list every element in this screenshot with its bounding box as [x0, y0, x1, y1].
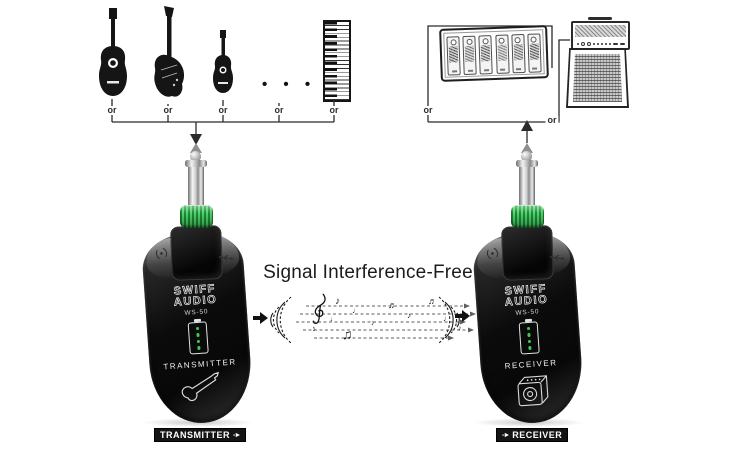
music-note: ♬: [388, 300, 397, 310]
amp-handle: [588, 17, 612, 20]
or-label: or: [327, 105, 341, 115]
pedal-row: [446, 33, 542, 76]
pedal: [511, 33, 526, 74]
receiver-jack-tip: [521, 143, 533, 153]
amp-head-panel: [575, 41, 626, 47]
transmitter-tag: TRANSMITTER -►: [154, 428, 247, 442]
music-note: ♪: [483, 330, 487, 337]
transmitter-jack-ring: [185, 160, 207, 167]
or-label: or: [161, 105, 175, 115]
transmitter-device: SWIFF AUDIO WS-50 TRANSMITTER: [140, 229, 255, 427]
music-note: ♬: [428, 296, 437, 306]
keyboard: [323, 20, 351, 102]
battery-indicator: [518, 321, 540, 355]
amp-icon: [516, 375, 548, 407]
music-note: ♩: [330, 316, 337, 323]
music-note: ♪: [458, 325, 462, 332]
transmitter-jack-shaft: [188, 165, 204, 208]
amp-head: [571, 21, 630, 50]
receiver-tag-label: RECEIVER: [512, 430, 563, 440]
model-label: WS-50: [184, 308, 209, 317]
usb-icon: [218, 254, 234, 262]
dashed-line-arrowheads: [448, 303, 476, 341]
transmitter-jack-ball: [190, 151, 201, 162]
brand-logo: SWIFF AUDIO: [504, 282, 549, 309]
model-label: WS-50: [515, 308, 540, 317]
transmitter-green-collar: [180, 205, 213, 228]
or-label: or: [105, 105, 119, 115]
wireless-icon: [155, 247, 168, 260]
radio-waves-right-icon: [438, 296, 460, 344]
or-label: or: [421, 105, 435, 115]
receiver-jack-ring: [516, 160, 538, 167]
ukulele: [213, 30, 233, 93]
down-arrowhead: [190, 134, 202, 145]
wireless-icon: [486, 247, 499, 260]
guitar-icon: [181, 371, 219, 402]
signal-dashed-lines: [296, 305, 470, 339]
receiver-to-pedalboard-line: [427, 25, 553, 122]
amp-cabinet-grille: [573, 54, 622, 102]
transmitter-tag-label: TRANSMITTER: [160, 430, 230, 440]
usb-icon: [549, 254, 565, 262]
pedal: [494, 34, 510, 74]
receiver-jack-ball: [521, 151, 532, 162]
up-arrowhead: [521, 120, 533, 131]
receiver-green-collar: [511, 205, 544, 228]
signal-out-arrow-icon: [253, 312, 268, 324]
brand-logo: SWIFF AUDIO: [173, 282, 218, 309]
or-label: or: [216, 105, 230, 115]
music-note: ♪: [371, 320, 375, 327]
music-note: ♩: [352, 306, 360, 315]
pedal: [478, 35, 494, 75]
receiver-hinge: [501, 225, 554, 281]
arrow-right-icon: -►: [502, 431, 510, 439]
pedal: [446, 36, 461, 76]
acoustic-guitar: [99, 8, 127, 96]
amp-cabinet: [566, 48, 629, 108]
more-instruments-dots: • • •: [262, 76, 317, 93]
music-note: ♫: [342, 326, 353, 342]
pedal: [462, 35, 477, 76]
music-note: ♩: [443, 314, 451, 323]
battery-indicator: [187, 321, 209, 355]
pedalboard: [439, 25, 549, 82]
receiver-jack-shaft: [519, 165, 535, 208]
or-label: or: [545, 115, 559, 125]
receiver-to-amp-line: [428, 39, 570, 123]
transmitter-hinge: [170, 225, 223, 281]
treble-clef-icon: [312, 293, 326, 324]
or-label: or: [272, 105, 286, 115]
pedal: [527, 33, 542, 73]
music-note: ♪: [407, 311, 411, 320]
electric-guitar: [154, 6, 185, 97]
music-note: ♪: [335, 296, 340, 307]
amp-head-grille: [575, 25, 626, 37]
arrow-right-icon: -►: [233, 431, 241, 439]
signal-in-arrow-icon: [455, 310, 470, 322]
receiver-device: SWIFF AUDIO WS-50 RECEIVER: [471, 229, 586, 427]
transmitter-role-label: TRANSMITTER: [163, 357, 237, 372]
receiver-tag: -► RECEIVER: [496, 428, 569, 442]
transmitter-jack-tip: [190, 143, 202, 153]
page-title: Signal Interference-Free: [263, 262, 473, 283]
radio-waves-left-icon: [270, 296, 292, 344]
receiver-role-label: RECEIVER: [504, 358, 558, 371]
